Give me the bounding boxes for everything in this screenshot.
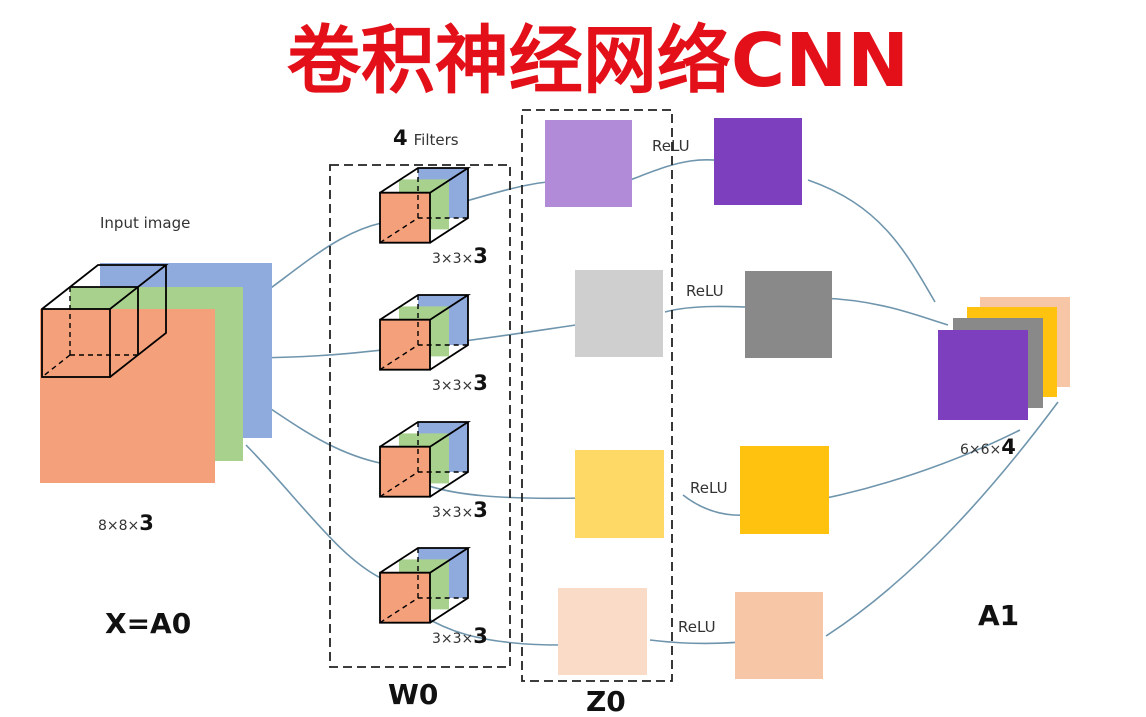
- link-a-4-to-output: [825, 401, 1059, 637]
- relu-label-2: ReLU: [686, 282, 724, 300]
- filter-4-hidden-edges: [379, 548, 468, 624]
- output-stack: [938, 297, 1070, 420]
- a-square-4: [735, 592, 823, 679]
- filters-name: W0: [388, 678, 438, 711]
- z-squares: [545, 120, 664, 675]
- filter-3-outline: [379, 421, 472, 498]
- filters-group-box: [329, 164, 511, 668]
- output-layer-purple: [938, 330, 1028, 420]
- link-a-1-to-output: [807, 179, 936, 303]
- input-image-stack: [40, 263, 272, 483]
- filter-list: 3×3×3 3×3×3 3×3×3 3×3×3: [379, 167, 488, 648]
- filter-3-hidden-edges: [379, 422, 468, 498]
- filter-2-hidden-edges: [379, 295, 468, 371]
- filter-cube-4: 3×3×3: [379, 547, 488, 648]
- z-square-2: [575, 270, 663, 357]
- activation-squares: [714, 118, 832, 679]
- filter-4-dims: 3×3×3: [432, 624, 488, 648]
- input-name: X=A0: [105, 607, 191, 640]
- filter-4-outline: [379, 547, 472, 624]
- filter-2-outline: [379, 294, 472, 371]
- z-square-3: [575, 450, 664, 538]
- a-square-2: [745, 271, 832, 358]
- relu-label-1: ReLU: [652, 137, 690, 155]
- output-dims: 6×6×4: [960, 435, 1016, 459]
- input-label: Input image: [100, 214, 190, 232]
- z-square-4: [558, 588, 647, 675]
- filter-2-dims: 3×3×3: [432, 371, 488, 395]
- filter-1-dims: 3×3×3: [432, 244, 488, 268]
- filter-cube-3: 3×3×3: [379, 421, 488, 522]
- relu-label-3: ReLU: [690, 479, 728, 497]
- a-square-3: [740, 446, 829, 534]
- input-dims: 8×8×3: [98, 511, 154, 535]
- link-input-to-filter-4: [245, 444, 386, 581]
- filter-cube-2: 3×3×3: [379, 294, 488, 395]
- input-channel-red: [40, 309, 215, 483]
- a-square-1: [714, 118, 802, 205]
- output-name: A1: [978, 599, 1019, 632]
- input-cube-outline: [41, 264, 169, 378]
- filter-1-hidden-edges: [379, 168, 468, 244]
- connections: [237, 158, 1059, 646]
- filter-3-dims: 3×3×3: [432, 498, 488, 522]
- z-group-box: [521, 109, 673, 682]
- filter-cube-1: 3×3×3: [379, 167, 488, 268]
- page-title: 卷积神经网络CNN: [287, 18, 909, 104]
- link-a-2-to-output: [819, 297, 949, 326]
- z-group-name: Z0: [586, 685, 626, 717]
- filter-1-outline: [379, 167, 472, 244]
- relu-label-4: ReLU: [678, 618, 716, 636]
- z-square-1: [545, 120, 632, 207]
